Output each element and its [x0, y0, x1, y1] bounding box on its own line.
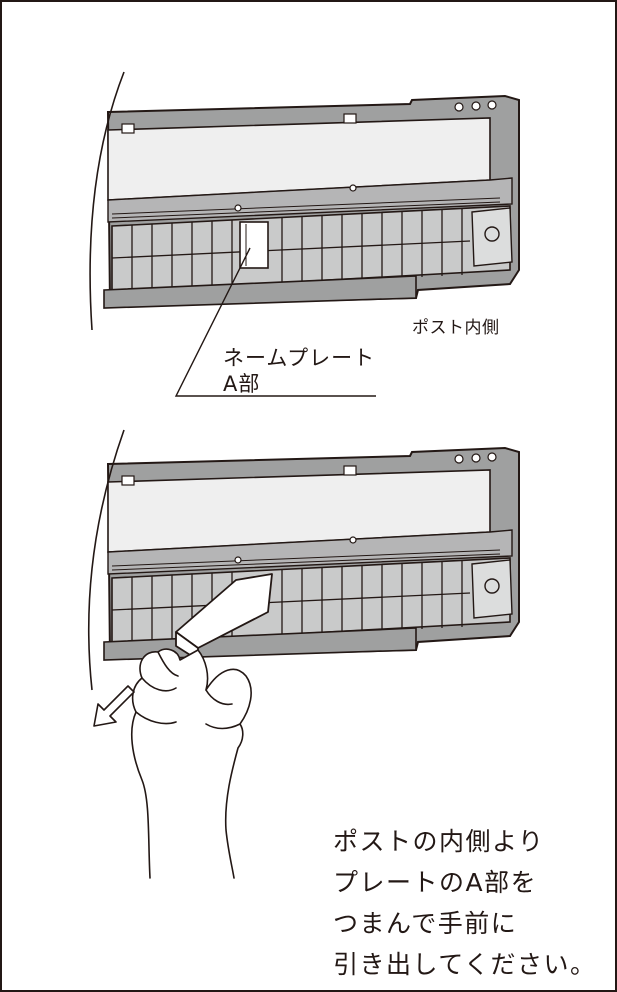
- hand-illustration: [130, 648, 252, 879]
- cabinet-edge-bottom: [87, 429, 125, 691]
- pull-direction-arrow-icon: [93, 685, 135, 727]
- post-panel-bottom: [103, 447, 520, 661]
- leader-line: [174, 247, 376, 397]
- nameplate-label-line2: A部: [223, 372, 261, 396]
- instruction-text: ポストの内側より プレートのA部を つまんで手前に 引き出してください。: [333, 821, 597, 985]
- post-inside-label: ポスト内側: [412, 318, 500, 338]
- post-panel-top: [103, 95, 520, 309]
- cabinet-edge-top: [89, 71, 125, 331]
- instruction-line: 引き出してください。: [333, 950, 597, 979]
- instruction-line: プレートのA部を: [333, 868, 538, 897]
- nameplate-a-label: ネームプレート A部: [223, 345, 375, 397]
- instruction-line: つまんで手前に: [333, 909, 518, 938]
- nameplate-label-line1: ネームプレート: [223, 346, 376, 370]
- instruction-line: ポストの内側より: [333, 827, 545, 856]
